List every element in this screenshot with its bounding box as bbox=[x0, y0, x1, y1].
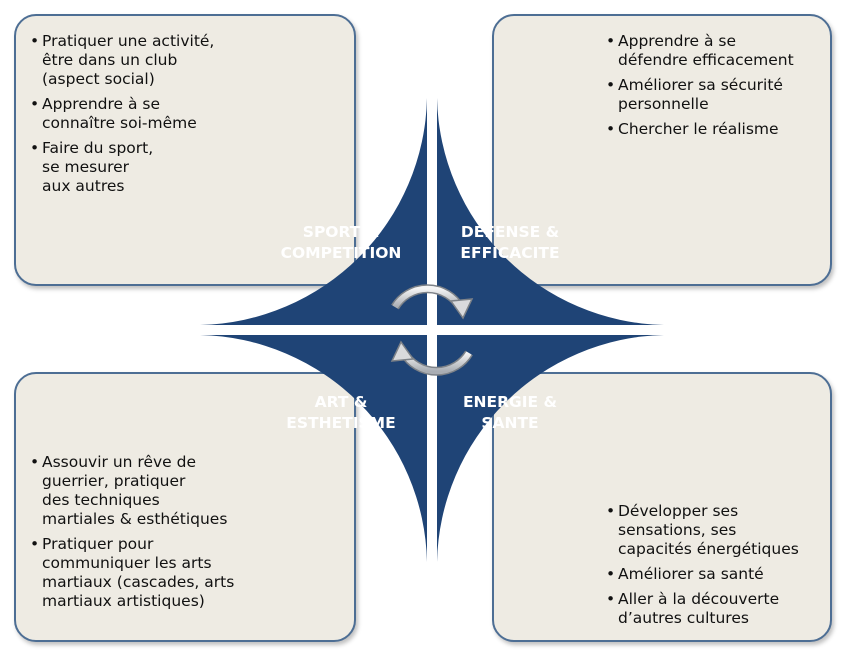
list-item: Pratiquer pour communiquer les arts mart… bbox=[30, 535, 350, 611]
quadrant-defense bbox=[437, 98, 664, 325]
list-item: Apprendre à se défendre efficacement bbox=[606, 32, 836, 70]
quadrant-label-art: ART & ESTHETISME bbox=[286, 393, 396, 432]
list-item: Améliorer sa santé bbox=[606, 565, 836, 584]
list-top-left: Pratiquer une activité, être dans un clu… bbox=[30, 32, 350, 202]
cycle-arrows-icon bbox=[390, 284, 474, 376]
list-bottom-right: Développer ses sensations, ses capacités… bbox=[606, 502, 836, 634]
quadrant-label-sport: SPORT & COMPETITION bbox=[280, 223, 402, 262]
quadrant-label-energie: ENERGIE & SANTE bbox=[462, 393, 558, 432]
quadrant-circle-svg bbox=[200, 98, 664, 562]
list-item: Améliorer sa sécurité personnelle bbox=[606, 76, 836, 114]
list-top-right: Apprendre à se défendre efficacement Amé… bbox=[606, 32, 836, 145]
list-item: Chercher le réalisme bbox=[606, 120, 836, 139]
list-item: Aller à la découverte d’autres cultures bbox=[606, 590, 836, 628]
list-item: Assouvir un rêve de guerrier, pratiquer … bbox=[30, 453, 350, 529]
quadrant-label-defense: DEFENSE & EFFICACITE bbox=[460, 223, 560, 262]
list-item: Apprendre à se connaître soi-même bbox=[30, 95, 350, 133]
list-item: Faire du sport, se mesurer aux autres bbox=[30, 139, 350, 196]
quadrant-energie bbox=[437, 335, 664, 562]
quadrant-sport bbox=[200, 98, 427, 325]
list-bottom-left: Assouvir un rêve de guerrier, pratiquer … bbox=[30, 453, 350, 617]
quadrant-art bbox=[200, 335, 427, 562]
list-item: Développer ses sensations, ses capacités… bbox=[606, 502, 836, 559]
quadrant-circle bbox=[196, 94, 668, 566]
list-item: Pratiquer une activité, être dans un clu… bbox=[30, 32, 350, 89]
